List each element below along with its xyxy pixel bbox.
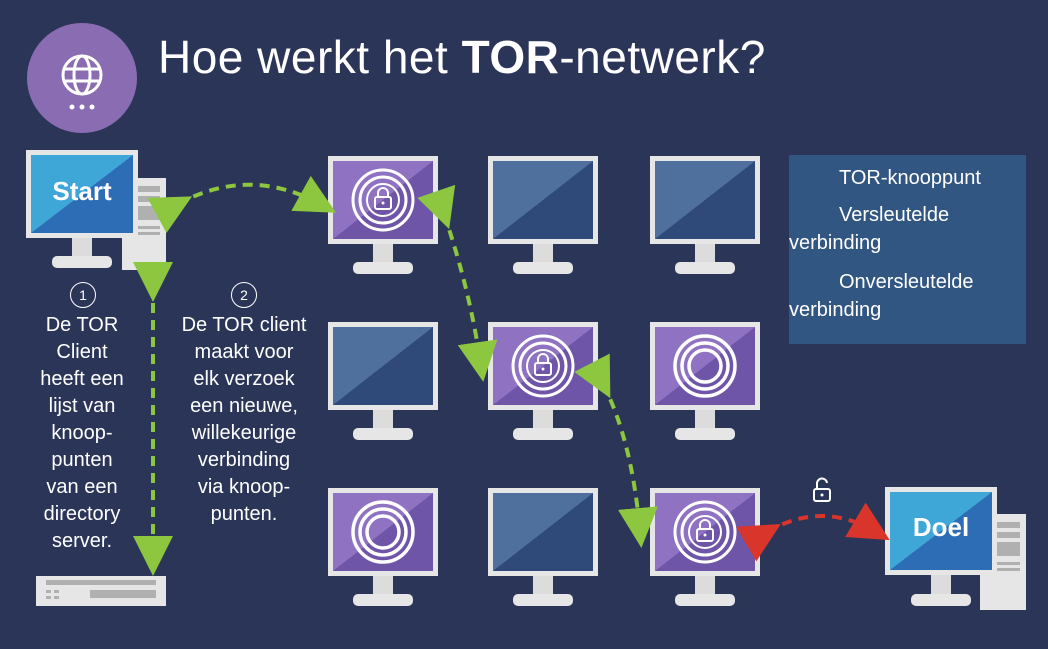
step-2-line: een nieuwe, [190,395,298,417]
start-label: Start [52,176,112,206]
globe-icon [61,54,103,110]
node-monitor-2 [488,156,598,274]
step-1-line: server. [51,530,113,552]
node-monitor-8 [488,488,598,606]
node-monitor-5 [488,322,598,440]
target-label: Doel [912,512,970,542]
tor-node-icon [673,500,737,564]
step-2-line: elk verzoek [193,368,295,390]
step-2-text: De TOR client maakt voor elk verzoek een ni… [174,312,314,528]
step-1-number: 1 [70,282,96,308]
legend-encrypted-line2: verbinding [789,232,882,254]
target-computer [885,487,1026,610]
tor-node-icon [511,334,575,398]
tor-node-icon [351,168,415,232]
step-2-line: maakt voor [194,341,294,363]
arrow-node1-to-node5 [417,184,498,382]
node-monitor-3 [650,156,760,274]
lock-icon [374,187,392,210]
legend-unencrypted-line2: verbinding [789,299,882,321]
step-2-line: willekeurige [191,422,297,444]
arrow-node9-to-target [736,502,890,562]
lock-icon [534,353,552,376]
step-2-line: De TOR client [181,314,307,336]
node-grid [328,156,760,606]
node-monitor-4 [328,322,438,440]
step-2-line: verbinding [197,449,291,471]
step-2-number: 2 [231,282,257,308]
step-1-line: punten [51,449,113,471]
legend-node-label: TOR-knooppunt [839,167,981,189]
step-1-line: De TOR [45,314,119,336]
tor-node-icon [673,334,737,398]
step-1-line: knoop- [51,422,113,444]
connections [133,175,890,576]
node-monitor-9 [650,488,760,606]
tor-node-icon [351,500,415,564]
legend: TOR-knooppunt Versleutelde verbinding On… [789,155,1026,344]
arrow-start-to-node1 [147,175,336,234]
legend-unencrypted-line1: Onversleutelde [839,271,974,293]
legend-encrypted-line1: Versleutelde [839,204,950,226]
globe-badge [27,23,137,133]
step-1-line: lijst van [48,395,116,417]
step-1-line: heeft een [40,368,124,390]
step-1-line: Client [56,341,108,363]
step-2-line: via knoop- [197,476,291,498]
lock-icon [696,519,714,542]
node-monitor-6 [650,322,760,440]
page-title: Hoe werkt het TOR-netwerk? [158,30,766,84]
start-computer [26,150,166,270]
directory-server [36,576,166,606]
step-1-line: van een [46,476,118,498]
step-1-line: directory [43,503,121,525]
arrow-node5-to-node9 [574,353,658,548]
step-1-text: De TOR Client heeft een lijst van knoop-punt… [22,312,142,555]
step-2-line: punten. [210,503,278,525]
node-monitor-1 [328,156,438,274]
unlocked-padlock-icon [813,477,831,502]
title-prefix: Hoe werkt het [158,31,462,83]
title-bold: TOR [461,31,560,83]
title-suffix: -netwerk? [559,31,766,83]
node-monitor-7 [328,488,438,606]
